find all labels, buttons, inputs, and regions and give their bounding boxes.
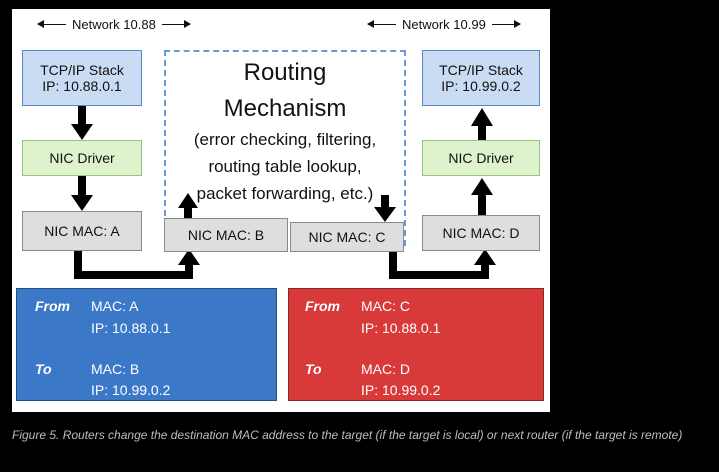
right-arrow-icon [491, 20, 521, 28]
tcp-ip-stack-left: TCP/IP Stack IP: 10.88.0.1 [22, 50, 142, 106]
diagram-panel: Network 10.88 Network 10.99 TCP/IP Stack… [12, 9, 550, 412]
connector-arrows [71, 106, 496, 279]
wire-a-b [74, 271, 193, 279]
routing-title-line1: Routing [243, 59, 327, 86]
wire-a-down [74, 251, 82, 277]
from-label: From [35, 298, 70, 314]
to-mac: MAC: B [91, 361, 140, 377]
routing-desc-line1: (error checking, filtering, [193, 130, 377, 149]
nic-mac-c: NIC MAC: C [290, 222, 404, 252]
network-label-left: Network 10.88 [37, 17, 191, 32]
wire-c-d [389, 271, 489, 279]
up-arrow-icon [178, 249, 200, 265]
down-arrow-head-icon [71, 195, 93, 211]
routing-desc-line2: routing table lookup, [208, 157, 362, 176]
routing-title-line2: Mechanism [223, 95, 347, 122]
wire-c-down [389, 251, 397, 279]
from-mac: MAC: C [361, 298, 410, 314]
nic-mac-b: NIC MAC: B [164, 218, 288, 252]
down-arrow-icon [78, 106, 86, 126]
to-label: To [35, 361, 52, 377]
left-arrow-icon [367, 20, 396, 28]
up-arrow-head-icon [471, 178, 493, 195]
right-arrow-icon [161, 20, 191, 28]
up-arrow-icon [478, 124, 486, 140]
up-arrow-icon [178, 193, 198, 208]
routing-mechanism: Routing Mechanism (error checking, filte… [164, 50, 406, 246]
from-mac: MAC: A [91, 298, 139, 314]
frame-right: From MAC: C IP: 10.88.0.1 To MAC: D IP: … [288, 288, 544, 401]
down-arrow-head-icon [71, 124, 93, 140]
network-label-right: Network 10.99 [367, 17, 521, 32]
nic-driver-left: NIC Driver [22, 140, 142, 176]
wire-d-up [481, 263, 489, 279]
from-label: From [305, 298, 340, 314]
tcp-ip-stack-right: TCP/IP Stack IP: 10.99.0.2 [422, 50, 540, 106]
to-mac: MAC: D [361, 361, 410, 377]
up-arrow-shaft-icon [184, 206, 192, 218]
left-arrow-icon [37, 20, 66, 28]
down-arrow-head-icon [374, 207, 396, 222]
from-ip: IP: 10.88.0.1 [361, 320, 441, 336]
wire-b-up [185, 263, 193, 279]
up-arrow-icon [478, 193, 486, 215]
from-ip: IP: 10.88.0.1 [91, 320, 171, 336]
routing-desc-line3: packet forwarding, etc.) [196, 184, 374, 203]
frame-left: From MAC: A IP: 10.88.0.1 To MAC: B IP: … [16, 288, 277, 401]
to-label: To [305, 361, 322, 377]
nic-mac-a: NIC MAC: A [22, 211, 142, 251]
down-arrow-icon [381, 195, 389, 209]
nic-driver-right: NIC Driver [422, 140, 540, 176]
figure-caption: Figure 5. Routers change the destination… [12, 428, 683, 442]
to-ip: IP: 10.99.0.2 [91, 382, 171, 398]
to-ip: IP: 10.99.0.2 [361, 382, 441, 398]
down-arrow-icon [78, 176, 86, 197]
up-arrow-icon [474, 249, 496, 265]
up-arrow-head-icon [471, 108, 493, 126]
nic-mac-d: NIC MAC: D [422, 215, 540, 251]
